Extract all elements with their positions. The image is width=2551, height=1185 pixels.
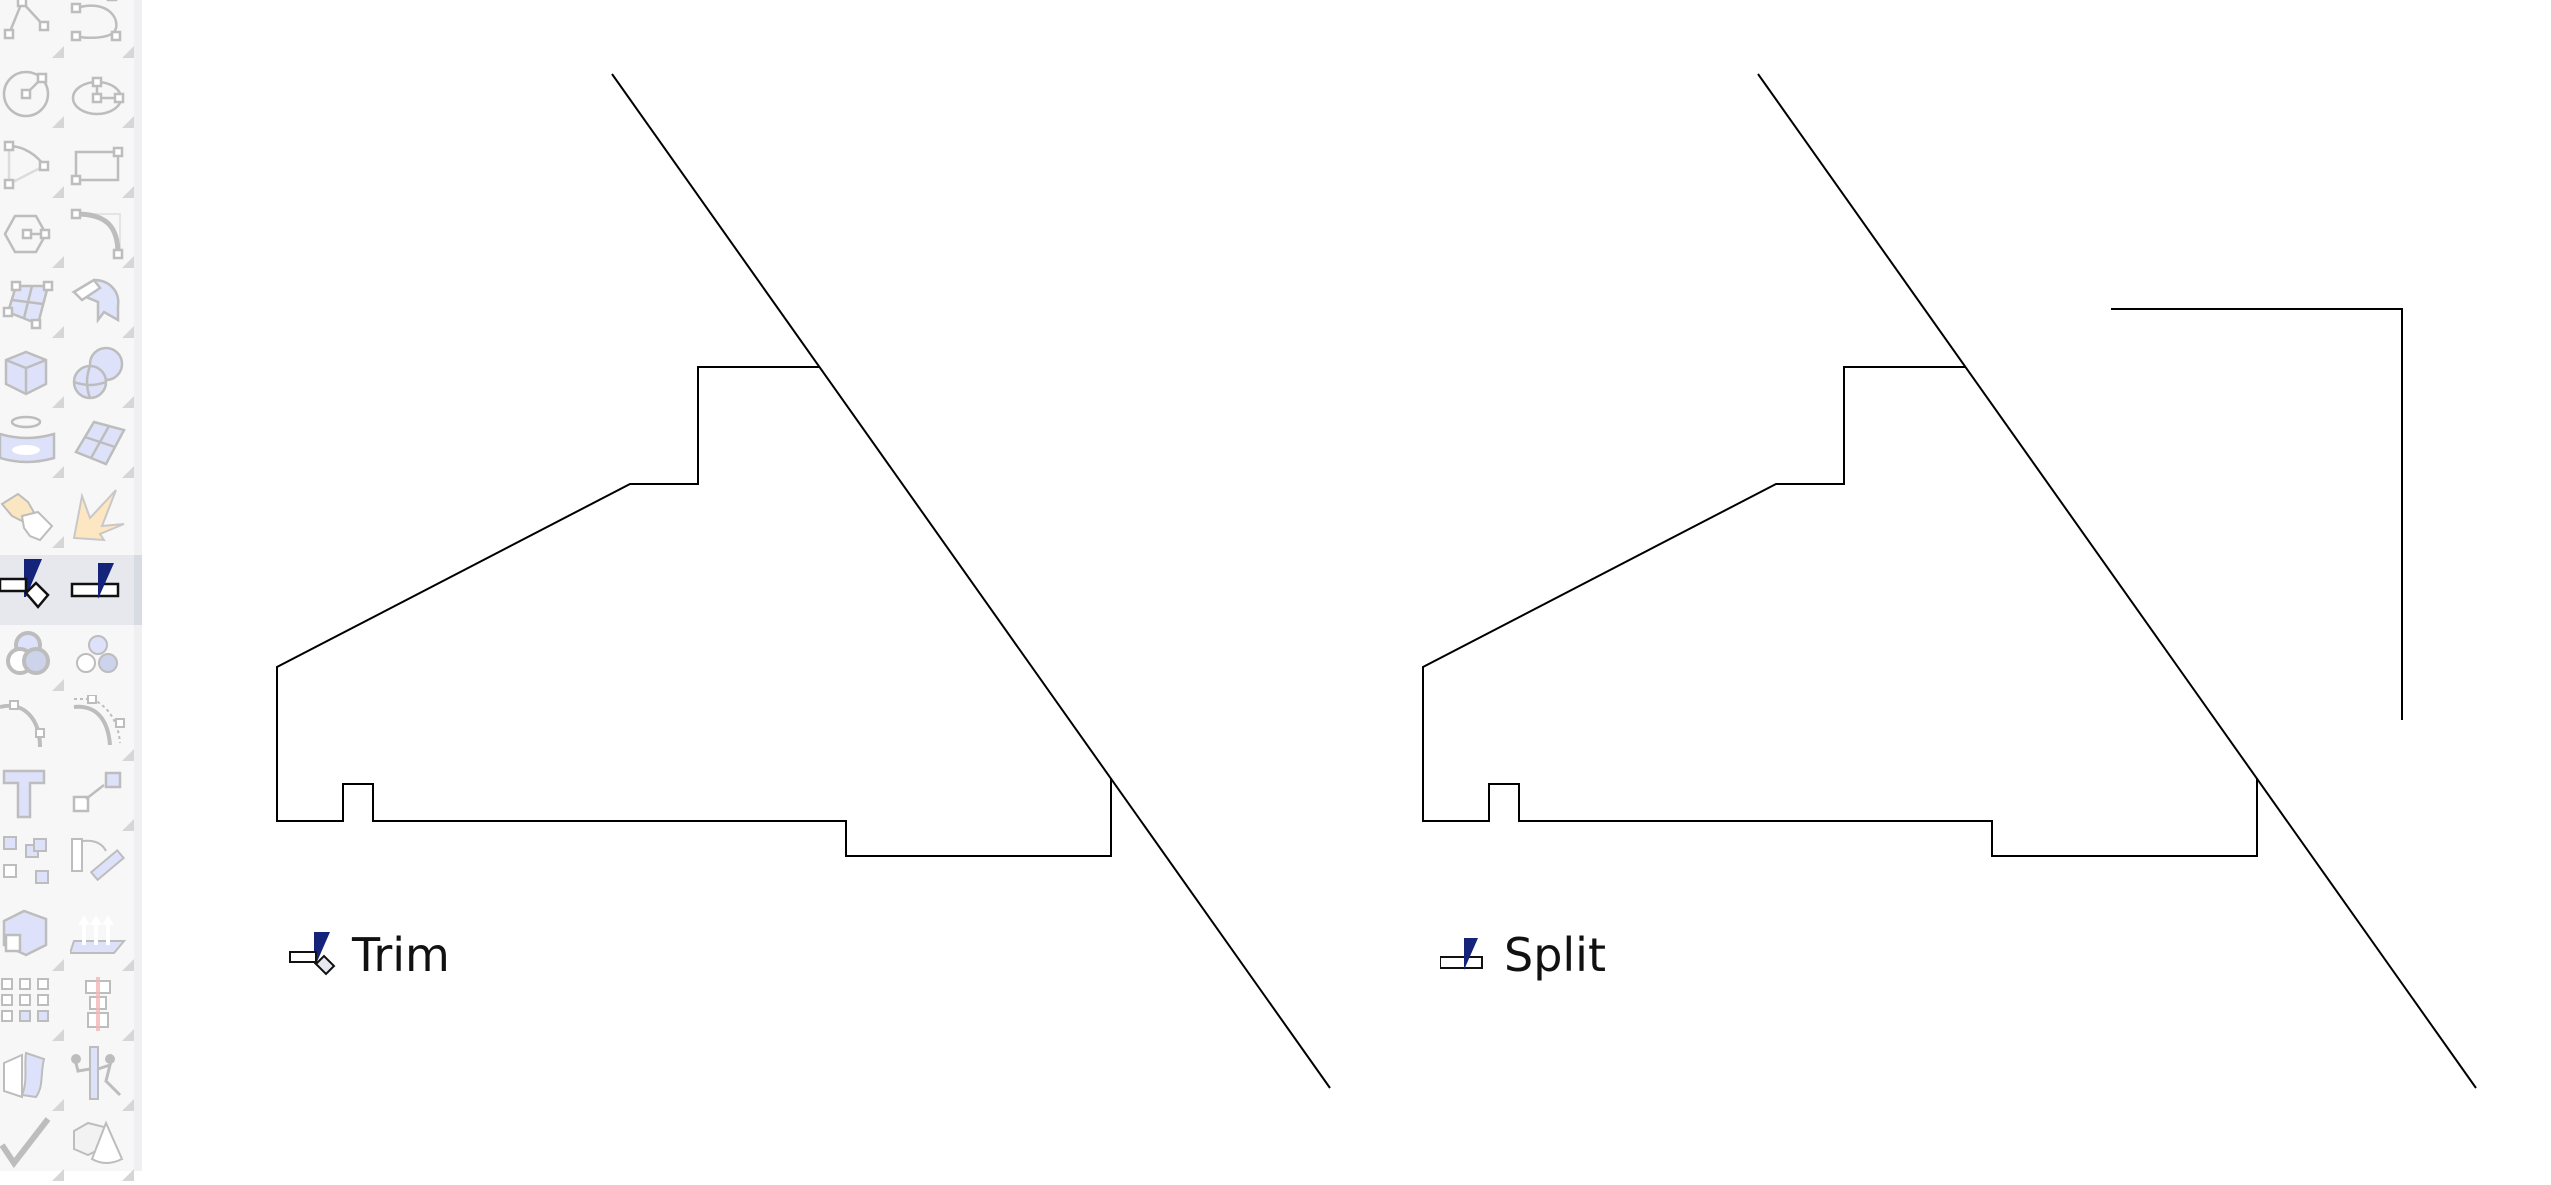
toolbar-row xyxy=(0,412,142,482)
boolean-union-icon[interactable] xyxy=(0,625,66,695)
toolbar-row xyxy=(0,695,142,765)
circle-icon[interactable] xyxy=(0,62,66,132)
extrude-surface-icon[interactable] xyxy=(70,272,136,342)
move-icon[interactable] xyxy=(70,765,136,835)
sphere-icon[interactable] xyxy=(70,342,136,412)
grid-array-icon[interactable] xyxy=(0,975,66,1045)
explode-icon[interactable] xyxy=(70,482,136,552)
polyline-icon[interactable] xyxy=(0,0,66,62)
offset-curve-icon[interactable] xyxy=(0,695,66,765)
trim-label: Trim xyxy=(352,928,450,982)
solid-difference-icon[interactable] xyxy=(0,905,66,975)
toolbar-row-active xyxy=(0,555,142,625)
trim-icon xyxy=(289,932,336,976)
split-cutting-line xyxy=(1757,73,2477,1089)
split-icon[interactable] xyxy=(70,555,136,625)
split-icon xyxy=(1440,938,1483,970)
check-icon[interactable] xyxy=(0,1115,66,1185)
split-solid-icon[interactable] xyxy=(0,1045,66,1115)
text-icon[interactable] xyxy=(0,765,66,835)
join-icon[interactable] xyxy=(0,482,66,552)
cylinder-surface-icon[interactable] xyxy=(0,412,66,482)
align-icon[interactable] xyxy=(70,975,136,1045)
trim-shape-outline xyxy=(276,366,1112,857)
toolbar-row xyxy=(0,905,142,975)
toolbar-row xyxy=(0,482,142,552)
rectangle-icon[interactable] xyxy=(70,132,136,202)
arc-icon[interactable] xyxy=(0,132,66,202)
toolbar-row xyxy=(0,132,142,202)
split-shape-outline xyxy=(1422,366,2258,857)
split-caption: Split xyxy=(1440,928,1606,982)
surface-from-points-icon[interactable] xyxy=(0,272,66,342)
extrude-arrows-icon[interactable] xyxy=(70,905,136,975)
toolbar-row xyxy=(0,625,142,695)
toolbar-row xyxy=(0,765,142,835)
solids-icon[interactable] xyxy=(70,1115,136,1185)
curve-icon[interactable] xyxy=(70,0,136,62)
active-row-edge xyxy=(134,555,142,625)
trim-cutting-line xyxy=(611,73,1331,1089)
ellipse-icon[interactable] xyxy=(70,62,136,132)
toolbar-row xyxy=(0,62,142,132)
toolbar-row xyxy=(0,342,142,412)
split-result-piece xyxy=(2111,308,2403,720)
rotate-icon[interactable] xyxy=(70,835,136,905)
fillet-curve-icon[interactable] xyxy=(70,202,136,272)
toolbar-row xyxy=(0,1045,142,1115)
toolbar-row xyxy=(0,1115,142,1185)
toolbar-row xyxy=(0,0,142,62)
toolbar-row xyxy=(0,975,142,1045)
polygon-icon[interactable] xyxy=(0,202,66,272)
array-blocks-icon[interactable] xyxy=(0,835,66,905)
toolbar-row xyxy=(0,272,142,342)
group-icon[interactable] xyxy=(70,625,136,695)
offset-dotted-curve-icon[interactable] xyxy=(70,695,136,765)
box-icon[interactable] xyxy=(0,342,66,412)
mirror-figure-icon[interactable] xyxy=(70,1045,136,1115)
trim-icon[interactable] xyxy=(0,555,66,625)
trim-caption: Trim xyxy=(288,928,450,982)
toolbar-row xyxy=(0,835,142,905)
mesh-surface-icon[interactable] xyxy=(70,412,136,482)
toolbar-row xyxy=(0,202,142,272)
drawing-canvas[interactable] xyxy=(142,0,2551,1171)
split-label: Split xyxy=(1504,928,1606,982)
